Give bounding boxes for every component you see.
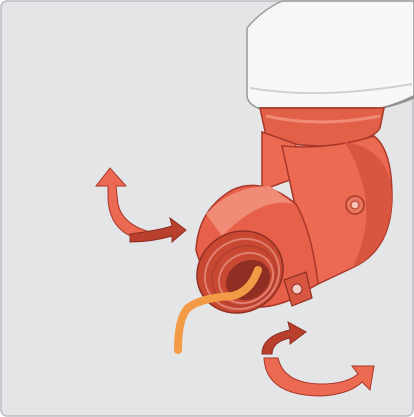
set-screw-icon	[292, 284, 302, 294]
upper-housing	[247, 1, 414, 108]
